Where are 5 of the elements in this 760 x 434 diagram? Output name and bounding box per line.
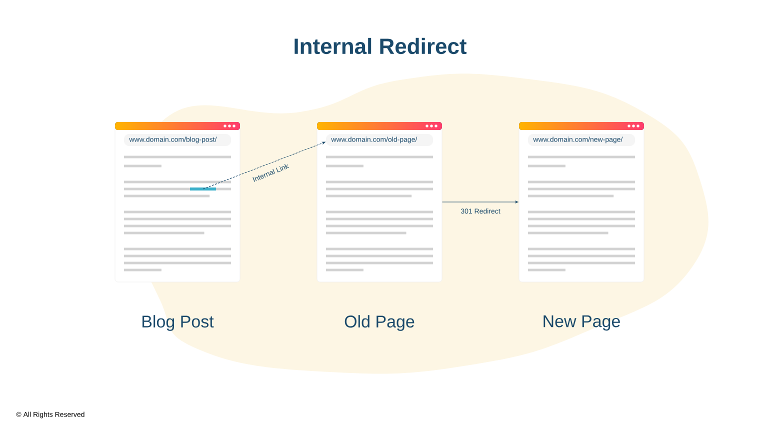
page-caption: New Page xyxy=(544,315,620,331)
title: Internal Redirect xyxy=(294,38,467,54)
link-highlight xyxy=(190,188,216,190)
page-caption: Blog Post xyxy=(142,315,214,331)
page-caption: Old Page xyxy=(344,315,414,331)
